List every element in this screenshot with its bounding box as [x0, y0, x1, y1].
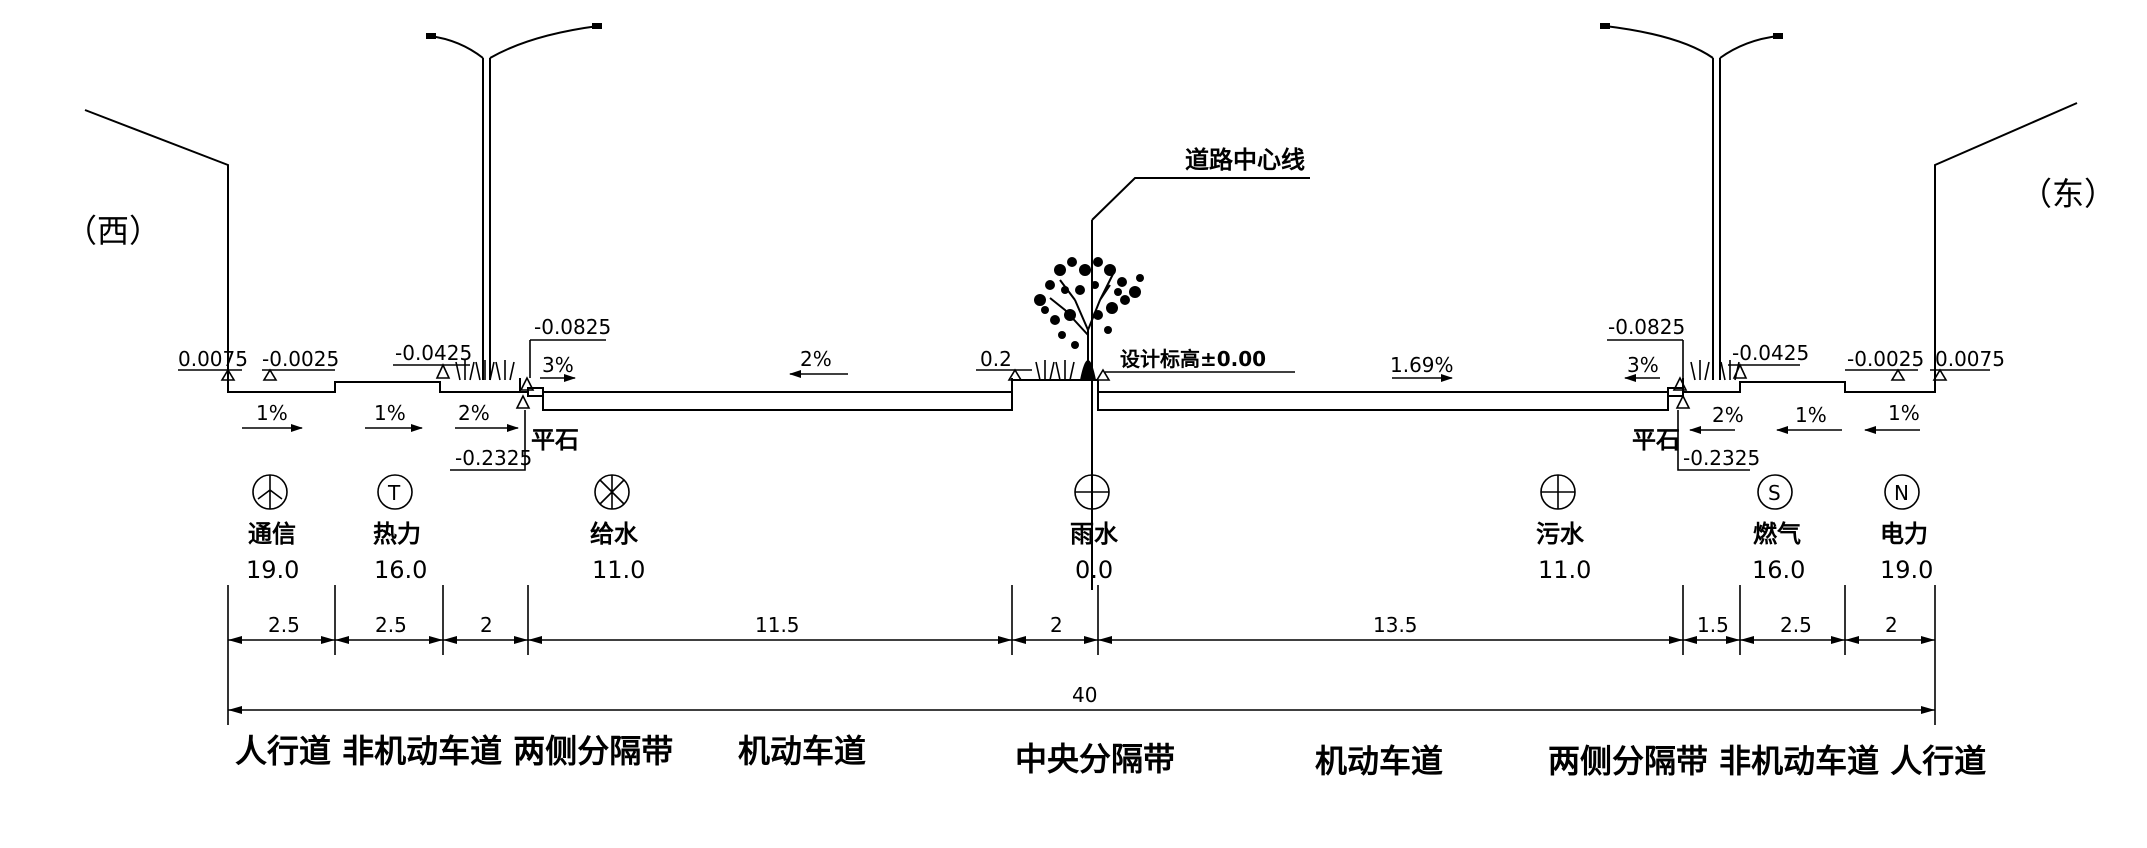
water-supply-icon: [594, 474, 630, 510]
pipeline-offset: 0.0: [1075, 556, 1113, 584]
dim-label: 2.5: [1780, 613, 1812, 637]
west-curb-stone-label: 平石: [531, 426, 579, 454]
pipeline-offset: 19.0: [1880, 556, 1933, 584]
w-bike-elev: -0.0425: [395, 341, 472, 365]
east-curb-stone-label: 平石: [1632, 426, 1680, 454]
median-elev: 0.2: [980, 347, 1012, 371]
pipeline-name: 电力: [1880, 520, 1928, 548]
e-curb-slope: 3%: [1627, 353, 1659, 377]
east-building-outline: [1934, 102, 2078, 390]
centerline-label: 道路中心线: [1185, 146, 1305, 174]
w-outer-elev: 0.0075: [178, 347, 248, 371]
pipeline-legend: T S N: [252, 474, 1920, 510]
gas-icon: S: [1757, 474, 1793, 510]
w-lane-slope: 2%: [800, 347, 832, 371]
dim-label: 2.5: [375, 613, 407, 637]
e-lane-slope: 1.69%: [1390, 353, 1454, 377]
storm-drain-icon: [1074, 474, 1110, 510]
dimension-lines: 2.5 2.5 2 11.5 2 13.5 1.5 2.5 2 40: [227, 585, 1936, 725]
pipeline-name: 燃气: [1753, 520, 1801, 548]
elevation-markers: 0.0075 -0.0025 -0.0425 -0.0825 -0.2325 0…: [178, 315, 2005, 470]
e-outer-elev: 0.0075: [1935, 347, 2005, 371]
pipeline-name: 雨水: [1070, 520, 1119, 548]
svg-text:T: T: [387, 481, 401, 505]
w-curb-bot-elev: -0.2325: [455, 446, 532, 470]
west-curb-stone: 平石: [450, 410, 579, 471]
pipeline-offset: 11.0: [592, 556, 645, 584]
dim-label: 2: [1885, 613, 1898, 637]
e-sep-slope: 2%: [1712, 403, 1744, 427]
pipeline-offset: 16.0: [374, 556, 427, 584]
west-zones-label: 人行道 非机动车道 两侧分隔带: [235, 732, 673, 770]
pipeline-name: 给水: [590, 520, 639, 548]
dim-label: 2: [1050, 613, 1063, 637]
dim-label: 13.5: [1373, 613, 1418, 637]
dim-label: 1.5: [1697, 613, 1729, 637]
pipeline-offset: 11.0: [1538, 556, 1591, 584]
w-bike-slope: 1%: [374, 401, 406, 425]
west-lane-label: 机动车道: [738, 732, 866, 770]
zone-labels: 人行道 非机动车道 两侧分隔带 机动车道 中央分隔带 机动车道 两侧分隔带 非机…: [235, 732, 1986, 780]
e-bike-slope: 1%: [1795, 403, 1827, 427]
w-walk-elev: -0.0025: [262, 347, 339, 371]
west-building-outline: [84, 109, 229, 390]
road-centerline: 道路中心线 设计标高±0.00: [1091, 146, 1310, 590]
total-width-label: 40: [1072, 683, 1097, 707]
telecom-icon: [252, 474, 288, 510]
sewage-icon: [1540, 474, 1576, 510]
e-bike-elev: -0.0425: [1732, 341, 1809, 365]
e-walk-elev: -0.0025: [1847, 347, 1924, 371]
west-street-lamp: [426, 23, 602, 380]
dim-label: 2: [480, 613, 493, 637]
east-lane-label: 机动车道: [1315, 742, 1443, 780]
pipeline-name: 污水: [1536, 520, 1585, 548]
e-curb-bot-elev: -0.2325: [1683, 446, 1760, 470]
dim-label: 11.5: [755, 613, 800, 637]
svg-text:S: S: [1768, 481, 1781, 505]
svg-text:N: N: [1894, 481, 1909, 505]
slope-indicators: 1% 1% 2% 3% 2% 1.69% 3% 2% 1% 1%: [242, 347, 1920, 434]
power-icon: N: [1884, 474, 1920, 510]
e-walk-slope: 1%: [1888, 401, 1920, 425]
grass-marks: [455, 360, 1740, 381]
east-direction-label: （东）: [2020, 175, 2116, 213]
east-zones-label: 两侧分隔带 非机动车道 人行道: [1548, 742, 1986, 780]
pipeline-offset: 16.0: [1752, 556, 1805, 584]
dim-label: 2.5: [268, 613, 300, 637]
w-sep-slope: 2%: [458, 401, 490, 425]
e-curb-top-elev: -0.0825: [1608, 315, 1685, 339]
east-curb-stone: 平石: [1632, 410, 1750, 471]
east-street-lamp: [1600, 23, 1783, 380]
pipeline-name: 热力: [373, 520, 421, 548]
heat-icon: T: [377, 474, 413, 510]
median-zone-label: 中央分隔带: [1015, 740, 1175, 778]
w-curb-slope: 3%: [542, 353, 574, 377]
design-elevation-label: 设计标高±0.00: [1120, 347, 1266, 371]
pipeline-labels: 通信 19.0 热力 16.0 给水 11.0 雨水 0.0 污水 11.0 燃…: [246, 520, 1933, 584]
west-direction-label: （西）: [65, 212, 161, 250]
pipeline-offset: 19.0: [246, 556, 299, 584]
w-curb-top-elev: -0.0825: [534, 315, 611, 339]
w-walk-slope: 1%: [256, 401, 288, 425]
pipeline-name: 通信: [248, 520, 296, 548]
